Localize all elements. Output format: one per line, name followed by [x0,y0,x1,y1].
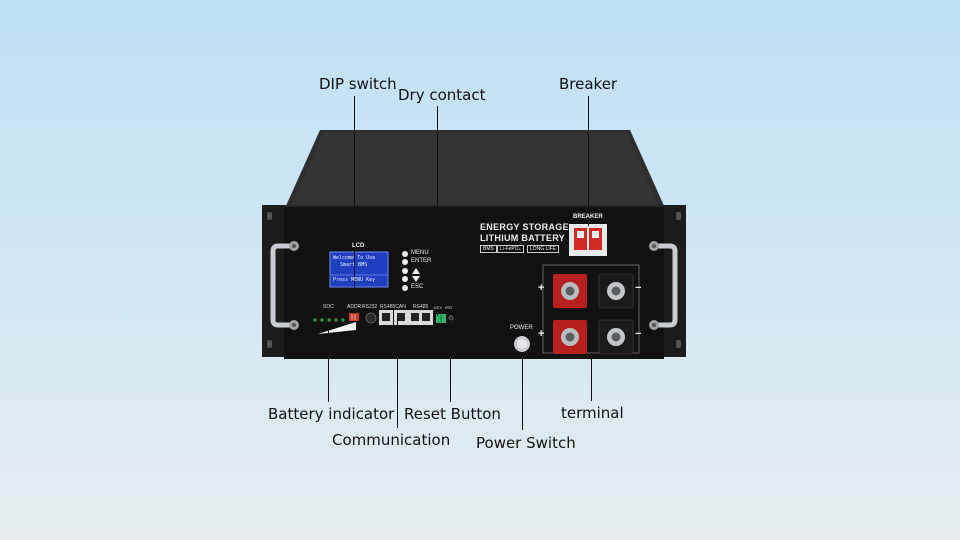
callout-power-switch: Power Switch [476,434,576,452]
down-arrow-icon [412,276,420,282]
key-label: KEY [434,305,443,310]
handle-left [270,241,299,330]
callout-dip-switch: DIP switch [319,75,397,93]
leader-breaker [588,96,589,226]
menu-label: MENU [411,250,429,256]
negative-terminal-bottom[interactable] [598,319,634,355]
rs232-label: RS232 [362,304,378,310]
callout-communication: Communication [332,431,451,449]
tag-life: LONG LIFE [527,245,560,253]
minus-sign-bottom: − [635,328,642,340]
esc-label: ESC [411,284,424,290]
dip-switch[interactable] [349,313,359,321]
tag-chem: Li-FePO₄ [497,245,524,253]
plus-sign-top: + [538,282,545,294]
handle-right [649,241,678,330]
soc-led-row [313,318,345,322]
leader-terminal [591,353,592,401]
minus-sign-top: − [635,282,642,294]
up-arrow-icon [412,268,420,274]
positive-terminal-top[interactable] [553,274,587,308]
callout-dry-contact: Dry contact [398,86,486,104]
lcd-line-2: Smart BMS [340,262,368,268]
lcd-label: LCD [352,243,365,249]
leader-dip-switch [354,96,355,314]
negative-terminal-top[interactable] [598,273,634,309]
breaker-label: BREAKER [573,214,603,220]
leader-dry-contact [437,106,438,316]
callout-battery-indicator: Battery indicator [268,405,395,423]
menu-button[interactable] [402,251,408,257]
leader-power-switch [522,352,523,430]
callout-reset-button: Reset Button [404,405,501,423]
soc-label: SOC [323,304,334,310]
rs232-port[interactable] [365,312,377,324]
lcd-line-1: Welcome To Use [333,255,376,261]
addr-label: ADDR [347,304,362,310]
lcd-text: Welcome To Use Smart BMS Press MENU Key [330,252,388,287]
rs485-label: RS485 [413,304,429,310]
plus-sign-bottom: + [538,328,545,340]
leader-communication [397,318,398,428]
callout-terminal: terminal [561,404,624,422]
panel-title-line2: LITHIUM BATTERY [480,233,565,243]
lcd-line-3: Press MENU Key [333,277,376,283]
reset-button[interactable] [448,315,454,321]
up-button[interactable] [402,268,408,274]
tag-bms: BMS [480,245,497,253]
panel-title-line1: ENERGY STORAGE [480,222,569,232]
lcd-screen [329,251,389,288]
down-button[interactable] [402,276,408,282]
battery-indicator-bar [318,322,356,334]
enter-button[interactable] [402,259,408,265]
power-switch[interactable] [514,336,530,352]
leader-battery-indicator [328,330,329,402]
rs485can-label: RS485CAN [380,304,406,310]
enter-label: ENTER [411,258,432,264]
leader-reset-button [450,320,451,402]
positive-terminal-bottom[interactable] [553,320,587,354]
power-label: POWER [510,325,533,331]
esc-button[interactable] [402,285,408,291]
rst-label: RST [445,305,453,310]
callout-breaker: Breaker [559,75,618,93]
